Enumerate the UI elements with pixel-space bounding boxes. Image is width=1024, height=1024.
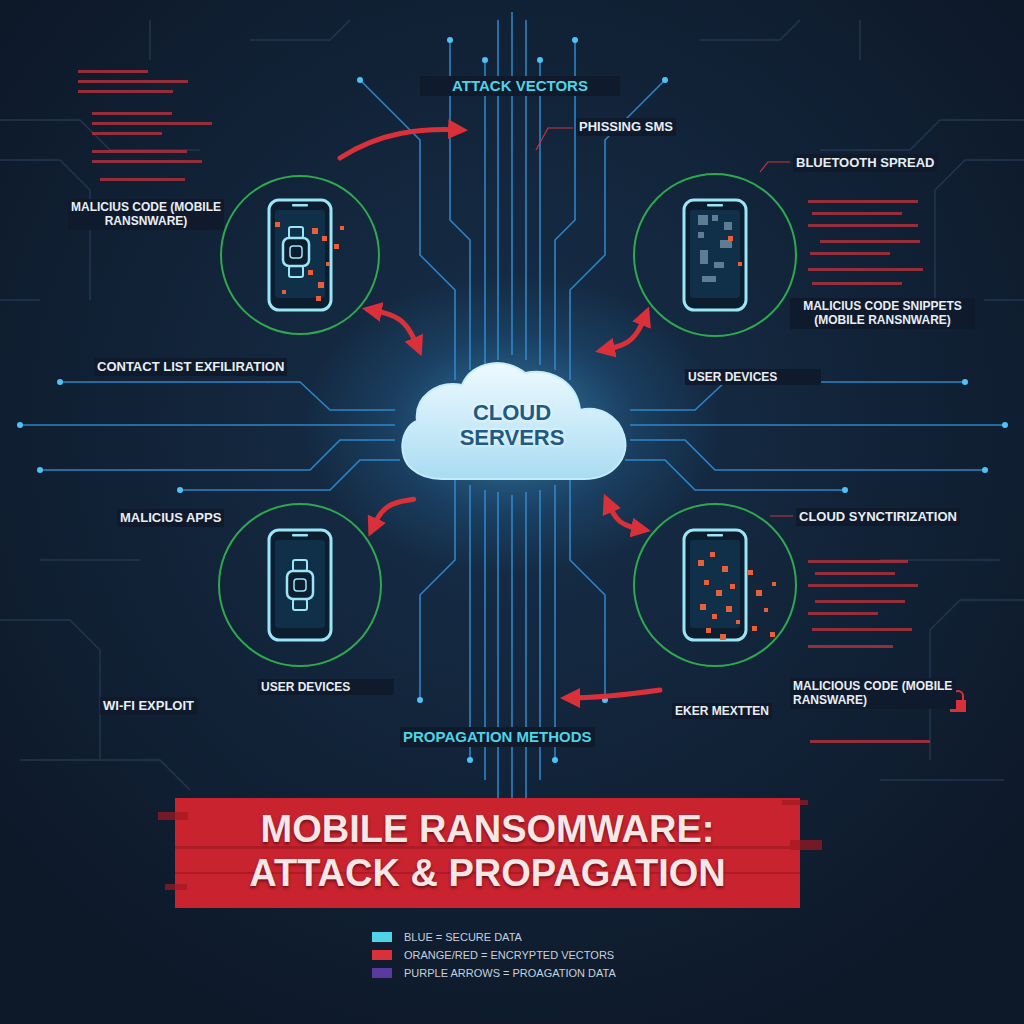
label-anchor: PROPAGATION METHODS — [400, 727, 595, 747]
annotation-label: PHISSING SMS — [576, 118, 676, 136]
circuit-traces — [20, 12, 1005, 800]
cloud-shape — [402, 363, 625, 479]
cloud-server: CLOUD SERVERS — [392, 355, 632, 495]
device-circle: MALICIOUS CODE (MOBILE RANSWARE) — [633, 503, 797, 667]
annotation-label: MALICIUS CODE SNIPPETS (MOBILE RANSNWARE… — [790, 298, 975, 329]
title-anchor: MOBILE RANSOMWARE: ATTACK & PROPAGATION — [200, 808, 775, 895]
phone-icon — [684, 200, 746, 310]
label-anchor: MALICIUS APPS — [117, 509, 224, 527]
propagation-arrow — [368, 309, 419, 350]
propagation-arrow-deco — [566, 690, 660, 698]
device-label: USER DEVICES — [258, 679, 394, 695]
label-anchor: BLUETOOTH SPREAD — [793, 154, 937, 172]
annotation-label: BLUETOOTH SPREAD — [793, 154, 937, 172]
label-anchor: CONTACT LIST EXFILIRATION — [94, 358, 287, 376]
annotation-label: ATTACK VECTORS — [420, 76, 620, 96]
legend-text: BLUE = SECURE DATA — [404, 931, 522, 943]
smartwatch-icon — [287, 560, 313, 610]
propagation-arrow — [606, 499, 645, 530]
annotation-label: MALICIUS APPS — [117, 509, 224, 527]
legend-swatch — [372, 968, 392, 978]
label-anchor: EKER MEXTTEN — [672, 703, 772, 719]
legend-swatch — [372, 932, 392, 942]
label-anchor: MALICIUS CODE SNIPPETS (MOBILE RANSNWARE… — [790, 298, 975, 329]
device-label: MALICIOUS CODE (MOBILE RANSWARE) — [790, 678, 956, 709]
annotation-label: EKER MEXTTEN — [672, 703, 772, 719]
label-anchor: PHISSING SMS — [576, 118, 676, 136]
title-band — [175, 798, 800, 908]
connector-group — [368, 309, 647, 531]
encrypted-pixels — [275, 222, 776, 640]
attack-arrow — [340, 130, 462, 158]
legend-swatch — [372, 950, 392, 960]
label-anchor: CLOUD SYNCTIRIZATION — [796, 508, 960, 526]
legend-row: ORANGE/RED = ENCRYPTED VECTORS — [372, 946, 616, 964]
diagram-title: MOBILE RANSOMWARE: ATTACK & PROPAGATION — [200, 808, 775, 895]
device-label: MALICIUS CODE (MOBILE RANSNWARE) — [68, 199, 224, 230]
legend-text: PURPLE ARROWS = PROAGATION DATA — [404, 967, 616, 979]
legend: BLUE = SECURE DATA ORANGE/RED = ENCRYPTED… — [372, 928, 616, 982]
circuit-pads — [17, 37, 1008, 763]
device-label: USER DEVICES — [685, 369, 821, 385]
device-circle: MALICIUS CODE (MOBILE RANSNWARE) — [220, 175, 380, 335]
annotation-label: CLOUD SYNCTIRIZATION — [796, 508, 960, 526]
legend-row: PURPLE ARROWS = PROAGATION DATA — [372, 964, 616, 982]
smartwatch-icon — [283, 227, 309, 277]
propagation-arrow — [601, 312, 647, 350]
cloud-label: CLOUD SERVERS — [437, 400, 587, 451]
label-anchor: ATTACK VECTORS — [420, 76, 620, 96]
phone-icon — [269, 530, 331, 640]
qr-blocks — [698, 215, 732, 282]
device-circle: USER DEVICES — [218, 503, 382, 667]
annotation-label: WI-FI EXPLOIT — [100, 697, 197, 715]
label-anchor: WI-FI EXPLOIT — [100, 697, 197, 715]
legend-text: ORANGE/RED = ENCRYPTED VECTORS — [404, 949, 614, 961]
phone-icon — [269, 200, 331, 310]
device-circle: USER DEVICES — [633, 173, 797, 337]
legend-row: BLUE = SECURE DATA — [372, 928, 616, 946]
annotation-label: PROPAGATION METHODS — [400, 727, 595, 747]
propagation-arrow — [371, 499, 414, 531]
annotation-label: CONTACT LIST EXFILIRATION — [94, 358, 287, 376]
